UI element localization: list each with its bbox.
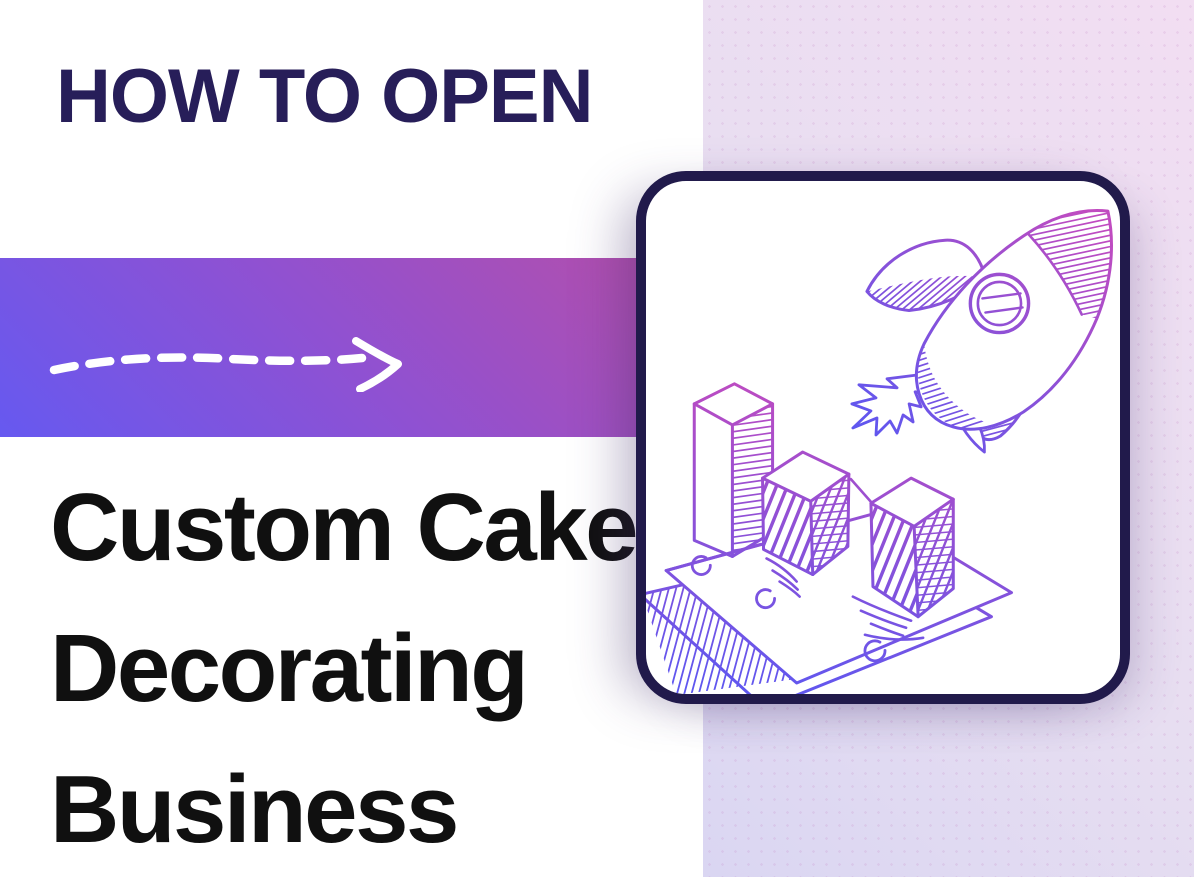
bubble-3: [863, 639, 887, 663]
porthole-window-inner: [976, 280, 1023, 327]
title-line-2: Decorating: [50, 615, 529, 722]
nose-cone-divider: [1027, 232, 1084, 316]
platform-edge-overlay: [664, 542, 763, 573]
rocket-bar-chart-illustration: [646, 209, 1113, 694]
bar-tall: [692, 382, 775, 558]
bar-connector: [849, 477, 876, 507]
bar-chart-doodle: [646, 382, 1014, 694]
rocket-doodle: [850, 209, 1113, 454]
bar-right: [869, 476, 955, 619]
motion-lines-bar3: [851, 595, 925, 641]
kicker-text: HOW TO OPEN: [56, 54, 594, 139]
illustration-card: [636, 171, 1130, 704]
title-line-3: Business: [50, 756, 459, 863]
bubble-1: [690, 555, 712, 576]
motion-lines-bar2: [765, 557, 801, 598]
dashed-arrow-right-icon: [49, 337, 402, 392]
bar-middle: [761, 450, 851, 577]
main-title: Custom Cake Decorating Business: [50, 457, 639, 877]
porthole-glass-lines: [981, 292, 1024, 314]
gradient-band: [0, 258, 636, 437]
bubble-2: [755, 588, 776, 610]
exhaust-flame: [850, 373, 930, 437]
arrow-head: [352, 337, 402, 392]
arrow-dashes: [49, 353, 367, 375]
title-line-1: Custom Cake: [50, 474, 639, 581]
